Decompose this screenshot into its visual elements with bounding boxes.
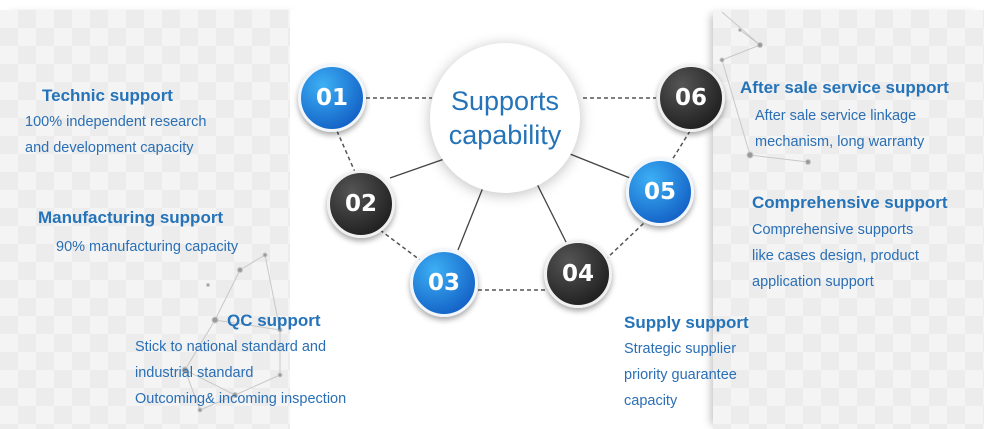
qc-support-desc-2: industrial standard bbox=[135, 365, 254, 381]
technic-support-title: Technic support bbox=[42, 86, 173, 105]
technic-support-desc-2: and development capacity bbox=[25, 140, 194, 156]
qc-support-desc-1: Stick to national standard and bbox=[135, 339, 327, 355]
after-sale-support-desc-2: mechanism, long warranty bbox=[755, 134, 925, 150]
right-background-panel bbox=[713, 10, 984, 429]
node-03: 03 bbox=[410, 249, 478, 317]
decorative-network-right bbox=[719, 11, 811, 165]
left-background-panel bbox=[0, 10, 290, 429]
node-04: 04 bbox=[544, 240, 612, 308]
after-sale-support-title: After sale service support bbox=[740, 78, 949, 97]
after-sale-support-desc-1: After sale service linkage bbox=[755, 108, 917, 124]
manufacturing-support-desc-1: 90% manufacturing capacity bbox=[56, 239, 239, 255]
node-06: 06 bbox=[657, 64, 725, 132]
technic-support-desc-1: 100% independent research bbox=[25, 114, 207, 130]
supply-support-title: Supply support bbox=[624, 313, 749, 332]
qc-support-desc-3: Outcoming& incoming inspection bbox=[135, 391, 347, 407]
center-title-circle: Supports capability bbox=[430, 43, 580, 193]
qc-support-title: QC support bbox=[227, 311, 321, 330]
center-title-line1: Supports bbox=[450, 86, 560, 116]
comprehensive-support-title: Comprehensive support bbox=[752, 193, 948, 212]
node-02: 02 bbox=[327, 170, 395, 238]
supply-support-desc-1: Strategic supplier bbox=[624, 341, 737, 357]
node-05: 05 bbox=[626, 158, 694, 226]
comprehensive-support-desc-2: like cases design, product bbox=[752, 248, 919, 264]
manufacturing-support-title: Manufacturing support bbox=[38, 208, 224, 227]
comprehensive-support-desc-1: Comprehensive supports bbox=[752, 222, 914, 238]
comprehensive-support-desc-3: application support bbox=[752, 274, 874, 290]
supply-support-desc-3: capacity bbox=[624, 393, 678, 409]
center-title-line2: capability bbox=[448, 120, 562, 150]
node-01: 01 bbox=[298, 64, 366, 132]
decorative-network-left bbox=[181, 252, 283, 413]
supply-support-desc-2: priority guarantee bbox=[624, 367, 737, 383]
